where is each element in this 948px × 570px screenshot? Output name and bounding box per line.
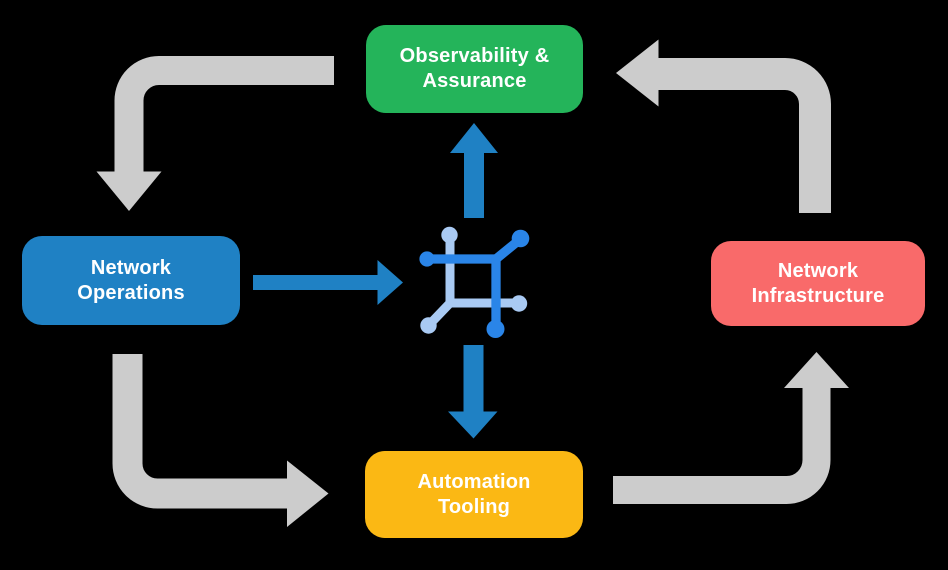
gray-arrowhead-up-icon	[784, 352, 849, 388]
gray-arrowhead-down-icon	[96, 171, 162, 211]
gray-arrow-automation-to-infrastructure	[613, 352, 849, 504]
blue-arrow-up-icon	[450, 123, 498, 218]
gray-arrowhead-left-icon	[616, 39, 659, 107]
gray-arrow-operations-to-automation	[112, 354, 329, 527]
node-label: Network Infrastructure	[751, 259, 885, 307]
gray-arrowhead-right-icon	[287, 460, 329, 527]
gray-arrow-shaft	[613, 387, 831, 504]
icon-light-node-top	[441, 226, 458, 244]
node-label: Observability & Assurance	[399, 45, 550, 92]
gray-arrow-infrastructure-to-observability	[616, 39, 831, 213]
blue-arrow-right-icon	[253, 260, 403, 305]
icon-light-node-right	[510, 295, 528, 312]
gray-arrow-shaft	[658, 58, 831, 213]
gray-arrow-shaft	[114, 56, 334, 173]
gray-arrow-observability-to-operations	[96, 56, 334, 211]
gray-arrow-shaft	[112, 354, 287, 509]
network-fabric-icon	[419, 226, 530, 338]
icon-dark-node-bottom	[486, 320, 505, 338]
icon-dark-node-top-right	[511, 229, 530, 248]
icon-light-node-bottom-left	[420, 317, 437, 334]
node-network-infrastructure: Network Infrastructure	[711, 241, 925, 326]
node-network-operations: Network Operations	[22, 236, 240, 325]
node-observability-assurance: Observability & Assurance	[366, 25, 583, 113]
icon-dark-node-left	[419, 251, 435, 267]
node-label: Network Operations	[77, 256, 185, 304]
blue-arrow-down-icon	[448, 345, 498, 439]
node-label: Automation Tooling	[417, 470, 531, 518]
node-automation-tooling: Automation Tooling	[365, 451, 583, 538]
